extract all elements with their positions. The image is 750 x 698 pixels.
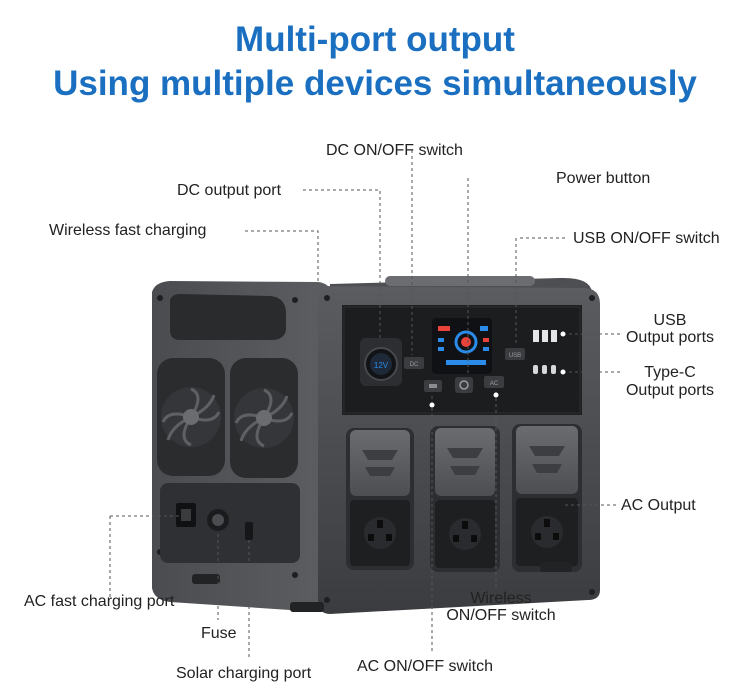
side-port-panel bbox=[160, 483, 300, 563]
label-wireless-switch-1: Wireless bbox=[470, 590, 532, 607]
ac-socket-1 bbox=[346, 428, 414, 570]
label-wireless-charging: Wireless fast charging bbox=[49, 222, 207, 239]
label-ac-fast-charging: AC fast charging port bbox=[24, 593, 175, 610]
fan-left bbox=[157, 358, 225, 476]
label-ac-switch: AC ON/OFF switch bbox=[357, 658, 494, 675]
label-usb-ports-2: Output ports bbox=[625, 329, 715, 346]
feet bbox=[192, 562, 572, 612]
title-line-2: Using multiple devices simultaneously bbox=[53, 64, 697, 103]
dc-port-label: 12V bbox=[374, 361, 389, 370]
label-dc-switch: DC ON/OFF switch bbox=[326, 142, 463, 159]
wireless-switch-button[interactable] bbox=[424, 380, 442, 392]
ac-switch-text: AC bbox=[490, 381, 499, 387]
label-ac-output: AC Output bbox=[621, 497, 696, 514]
usb-ports bbox=[533, 330, 557, 342]
leader-lines bbox=[109, 150, 620, 660]
leader-dots bbox=[429, 331, 566, 408]
label-power-button: Power button bbox=[556, 170, 651, 187]
dc-switch-button[interactable]: DC bbox=[404, 357, 424, 369]
dc-switch-text: DC bbox=[410, 362, 419, 368]
dc-output-port: 12V bbox=[360, 338, 402, 386]
label-solar: Solar charging port bbox=[176, 665, 312, 682]
ac-socket-2 bbox=[430, 426, 500, 572]
ac-socket-3 bbox=[512, 424, 582, 572]
label-wireless-switch-2: ON/OFF switch bbox=[446, 607, 556, 624]
title-line-1: Multi-port output bbox=[235, 20, 515, 59]
label-dc-output: DC output port bbox=[177, 182, 282, 199]
typec-ports bbox=[533, 365, 556, 374]
usb-switch-button[interactable]: USB bbox=[505, 348, 525, 360]
power-button[interactable] bbox=[455, 377, 473, 393]
label-usb-ports-1: USB bbox=[653, 312, 687, 329]
label-fuse: Fuse bbox=[201, 625, 237, 642]
label-typec-2: Output ports bbox=[625, 382, 715, 399]
label-usb-switch: USB ON/OFF switch bbox=[573, 230, 720, 247]
label-typec-1: Type-C bbox=[644, 364, 696, 381]
fan-right bbox=[230, 358, 298, 478]
ac-switch-button[interactable]: AC bbox=[484, 376, 504, 388]
usb-switch-text: USB bbox=[509, 353, 521, 359]
lcd-display bbox=[432, 318, 492, 374]
